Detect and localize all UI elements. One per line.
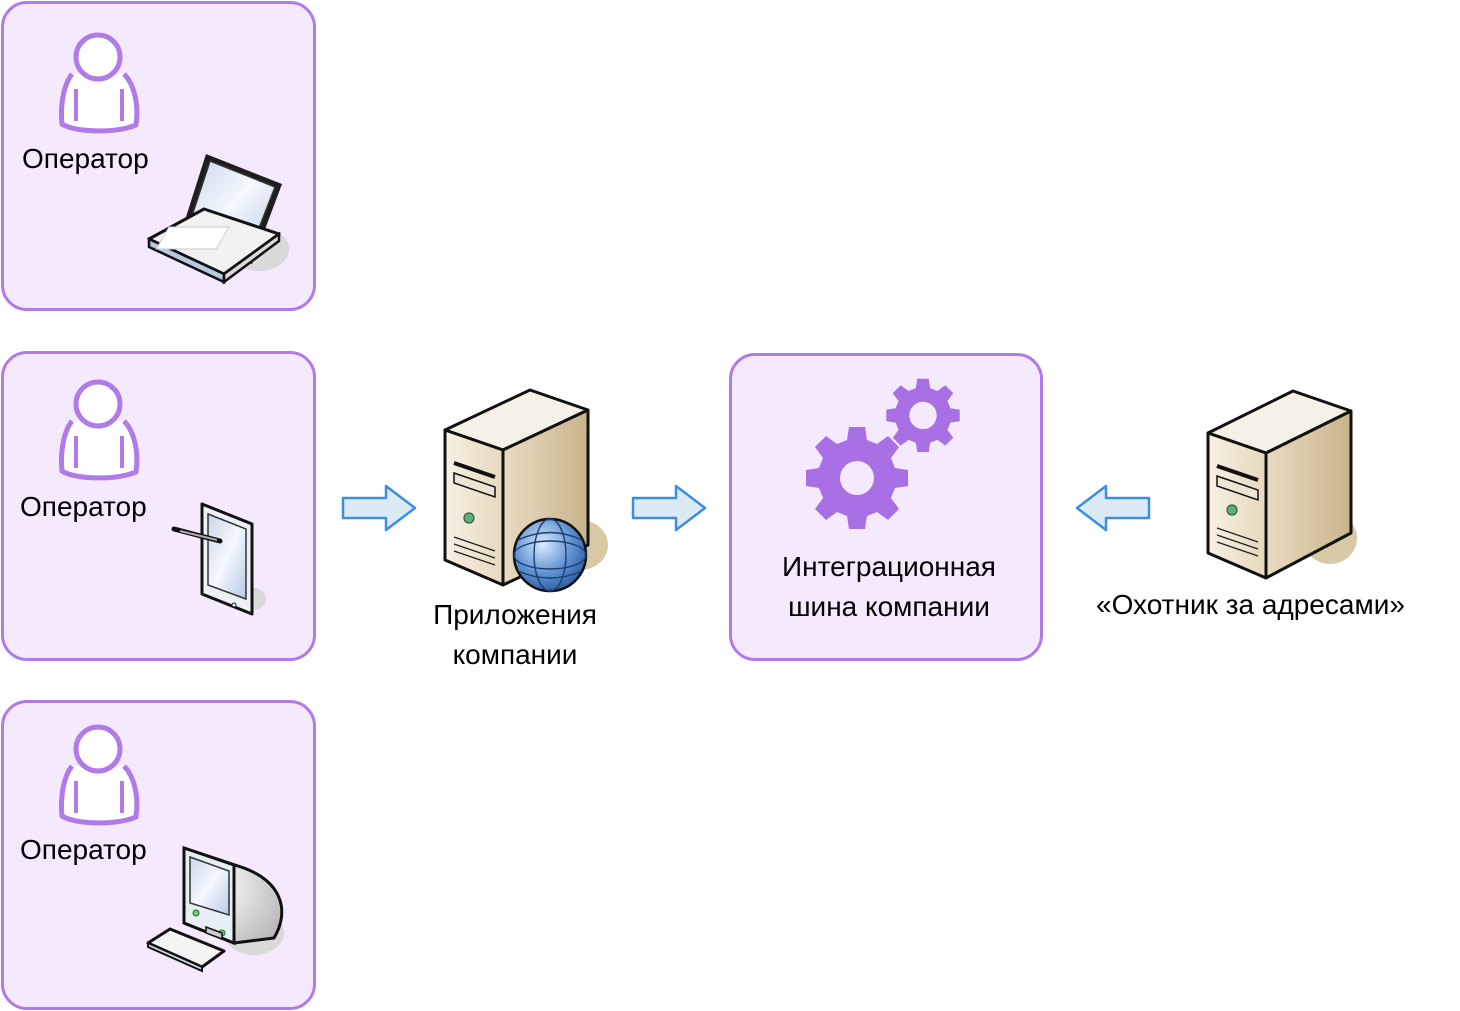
operator-label: Оператор <box>20 491 147 522</box>
operator-box-tablet: Оператор <box>1 351 316 661</box>
operator-label: Оператор <box>22 143 149 174</box>
person-icon <box>59 32 140 134</box>
desktop-computer-icon <box>146 845 284 973</box>
arrow-left-icon <box>1075 484 1151 532</box>
person-icon <box>59 379 140 481</box>
integration-bus-label-line2: шина компании <box>788 591 990 622</box>
globe-icon <box>512 517 588 593</box>
app-server-label-line1: Приложения <box>433 599 597 630</box>
operator-box-laptop: Оператор <box>1 1 316 311</box>
external-server-label: «Охотник за адресами» <box>1096 589 1405 620</box>
operator-box-desktop: Оператор <box>1 700 316 1010</box>
gears-icon <box>806 378 960 529</box>
arrow-right-icon <box>341 484 417 532</box>
app-server-label-line2: компании <box>452 639 578 670</box>
laptop-icon <box>147 154 289 285</box>
person-icon <box>59 724 140 826</box>
app-server-label: Приложения компании <box>410 598 620 672</box>
integration-bus-label: Интеграционная шина компании <box>732 550 1046 624</box>
web-server-icon <box>443 388 608 593</box>
integration-bus-box: Интеграционная шина компании <box>729 353 1043 661</box>
operator-label: Оператор <box>20 834 147 865</box>
arrow-right-icon <box>631 484 707 532</box>
integration-bus-label-line1: Интеграционная <box>782 551 996 582</box>
tablet-icon <box>171 502 266 616</box>
server-icon <box>1206 389 1357 580</box>
